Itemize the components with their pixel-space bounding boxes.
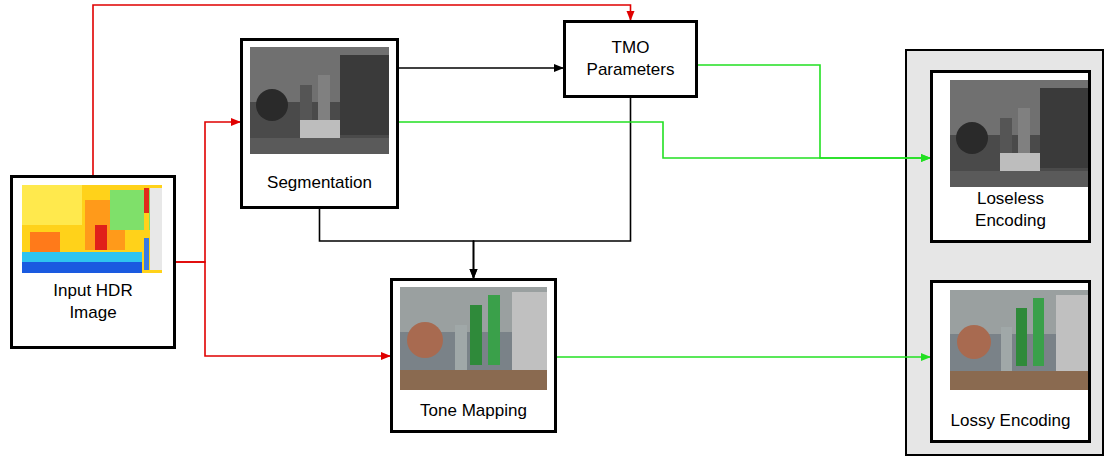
tone-mapped-photo-part xyxy=(400,287,547,390)
hdr-heatmap-part xyxy=(144,188,149,270)
node-label: Tone Mapping xyxy=(420,400,527,422)
flow-arrow xyxy=(93,5,631,175)
output-panel-part xyxy=(906,50,1103,455)
hdr-heatmap-part xyxy=(22,185,162,273)
hdr-heatmap-part xyxy=(22,262,142,273)
segmentation-map-part xyxy=(256,89,288,121)
node-label: TMO Parameters xyxy=(575,37,687,81)
flow-arrow xyxy=(557,356,930,358)
hdr-heatmap-part xyxy=(30,232,60,252)
flow-arrow xyxy=(320,209,474,278)
segmentation-map-copy-part xyxy=(950,80,1089,187)
output-panel-part xyxy=(930,280,1091,443)
tone-mapped-photo xyxy=(400,287,547,390)
tone-mapped-photo-part xyxy=(512,292,547,370)
segmentation-map-copy-part xyxy=(1040,88,1089,168)
tone-mapped-photo-part xyxy=(400,370,547,390)
segmentation-map-copy xyxy=(950,80,1089,187)
tone-mapped-photo-copy-part xyxy=(950,371,1089,390)
hdr-heatmap-part xyxy=(150,188,162,270)
segmentation-map-part xyxy=(300,120,340,140)
process-box: Segmentation xyxy=(240,38,399,209)
segmentation-map-part xyxy=(250,138,389,154)
flow-arrow xyxy=(474,98,631,278)
segmentation-map-part xyxy=(250,47,389,154)
output-box: Lossy Encoding xyxy=(930,280,1091,443)
flow-arrow xyxy=(698,65,930,158)
segmentation-map-copy-part xyxy=(1000,153,1040,173)
flow-arrow xyxy=(176,262,390,356)
tone-mapped-photo-copy-part xyxy=(1056,295,1089,371)
node-label: Loseless Encoding xyxy=(961,188,1061,232)
segmentation-map-part xyxy=(340,55,389,135)
output-panel xyxy=(906,50,1103,455)
tone-mapped-photo-part xyxy=(488,295,500,365)
flow-arrow xyxy=(399,67,563,69)
hdr-heatmap-part xyxy=(22,252,142,273)
tone-mapped-photo-part xyxy=(470,305,482,365)
node-label: Segmentation xyxy=(267,172,372,194)
segmentation-map xyxy=(250,47,389,154)
tone-mapped-photo-copy-part xyxy=(950,290,1089,390)
flow-arrow xyxy=(176,122,240,262)
hdr-heatmap xyxy=(22,185,162,273)
hdr-heatmap-part xyxy=(144,188,149,213)
output-box: Loseless Encoding xyxy=(930,70,1091,243)
segmentation-map-copy-part xyxy=(956,122,988,154)
tone-mapped-photo-part xyxy=(455,325,467,370)
tone-mapped-photo-copy-part xyxy=(1001,327,1012,371)
input-box: Input HDR Image xyxy=(10,175,176,349)
flow-arrow xyxy=(399,122,930,158)
output-panel-part xyxy=(930,70,1091,243)
hdr-heatmap-part xyxy=(144,213,149,238)
hdr-heatmap-part xyxy=(22,185,82,225)
segmentation-map-copy-part xyxy=(950,171,1089,187)
node-label: Lossy Encoding xyxy=(950,410,1070,432)
tone-mapped-photo-part xyxy=(407,322,443,358)
tone-mapped-photo-copy-part xyxy=(1016,308,1027,366)
process-box: TMO Parameters xyxy=(563,20,698,98)
tone-mapped-photo-copy-part xyxy=(1033,298,1044,366)
hdr-heatmap-part xyxy=(95,225,107,250)
tone-mapped-photo-copy-part xyxy=(957,325,991,359)
node-label: Input HDR Image xyxy=(46,280,141,324)
process-box: Tone Mapping xyxy=(390,278,557,433)
tone-mapped-photo-copy xyxy=(950,290,1089,390)
